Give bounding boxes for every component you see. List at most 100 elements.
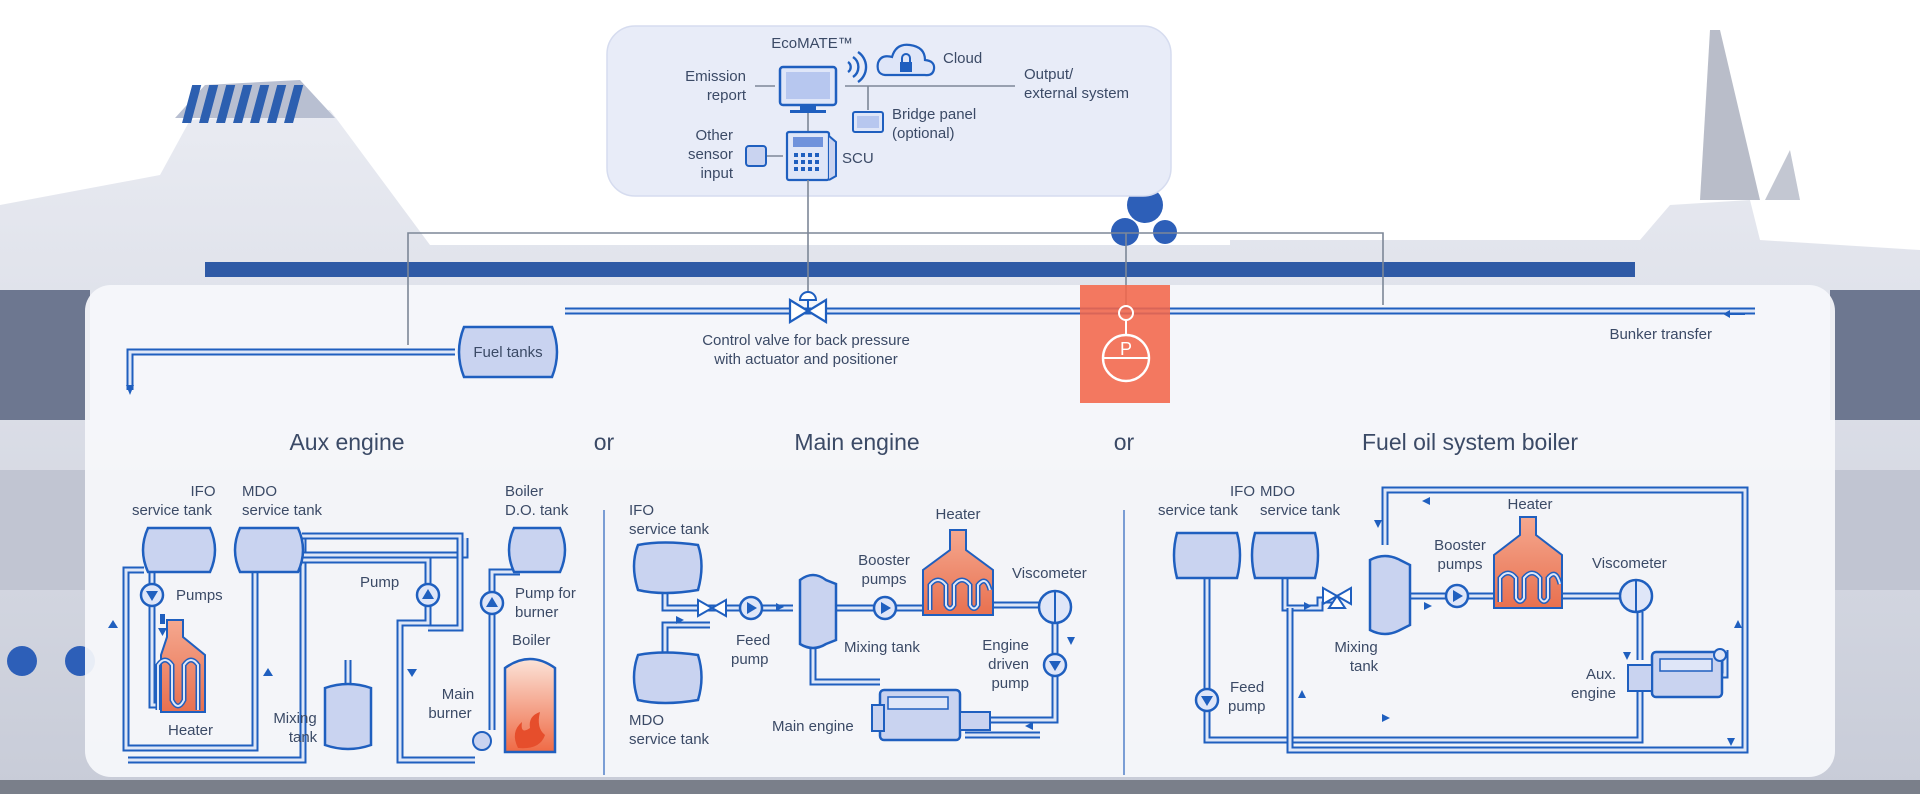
main-mdo-label-1: MDO (629, 712, 664, 729)
main-booster-label-2: pumps (861, 571, 906, 588)
main-viscometer-icon (1037, 589, 1073, 625)
aux-ifo-label-1: IFO (191, 483, 216, 500)
main-engine-driven-label-1: Engine (982, 637, 1029, 654)
wireless-icon (847, 51, 868, 83)
boiler-mixing-label-1: Mixing (1334, 639, 1377, 656)
aux-mdo-label-1: MDO (242, 483, 277, 500)
boiler-feed-pump-label-2: pump (1228, 698, 1266, 715)
emission-report-label-2: report (707, 87, 747, 104)
control-valve-label-2: with actuator and positioner (713, 351, 897, 368)
aux-main-burner-label-2: burner (428, 705, 471, 722)
boiler-mdo-label-2: service tank (1260, 502, 1341, 519)
main-engine-driven-label-2: driven (988, 656, 1029, 673)
flowmeter-symbol: P (1120, 339, 1132, 359)
aux-heater-label: Heater (168, 722, 213, 739)
aux-mixing-label-2: tank (289, 729, 318, 746)
aux-pumps-label: Pumps (176, 587, 223, 604)
output-label-2: external system (1024, 85, 1129, 102)
bridge-panel-label-2: (optional) (892, 125, 955, 142)
main-pump-icons (738, 595, 1068, 678)
ecomate-title: EcoMATE™ (771, 35, 852, 52)
main-feed-pump-label-1: Feed (736, 632, 770, 649)
main-heater-icon (922, 529, 994, 616)
bunker-transfer-label: Bunker transfer (1609, 326, 1712, 343)
heading-or-2: or (1114, 429, 1135, 455)
boiler-feed-pump-label-1: Feed (1230, 679, 1264, 696)
flowmeter-highlight: P (1080, 285, 1170, 403)
scu-unit-icon (785, 130, 837, 182)
aux-pump-burner-label-1: Pump for (515, 585, 576, 602)
heading-main-engine: Main engine (794, 429, 919, 455)
sensor-input-icon (745, 145, 767, 167)
scu-label: SCU (842, 150, 874, 167)
aux-boiler-do-label-1: Boiler (505, 483, 543, 500)
output-label-1: Output/ (1024, 66, 1074, 83)
other-sensor-label-3: input (700, 165, 733, 182)
boiler-viscometer-label: Viscometer (1592, 555, 1667, 572)
main-feed-pump-label-2: pump (731, 651, 769, 668)
main-heater-label: Heater (935, 506, 980, 523)
heading-or-1: or (594, 429, 615, 455)
aux-pump-burner-label-2: burner (515, 604, 558, 621)
aux-boiler-label: Boiler (512, 632, 550, 649)
boiler-valve-icon (1322, 586, 1352, 609)
aux-engine-icon (1627, 648, 1727, 699)
boiler-heater-label: Heater (1507, 496, 1552, 513)
boiler-mixing-label-2: tank (1350, 658, 1379, 675)
aux-boiler-do-label-2: D.O. tank (505, 502, 569, 519)
main-valve-icon (697, 598, 727, 618)
ecomate-box: EcoMATE™ Cloud Emission report Output/ e… (606, 25, 1172, 197)
main-viscometer-label: Viscometer (1012, 565, 1087, 582)
boiler-heater-icon (1493, 516, 1563, 609)
boiler-pump-icons (1194, 583, 1470, 713)
aux-main-burner-label-1: Main (442, 686, 475, 703)
aux-engine-system: IFO service tank MDO service tank Boiler… (108, 483, 576, 764)
aux-pipes (122, 532, 520, 764)
main-engine-driven-label-3: pump (991, 675, 1029, 692)
main-ifo-label-2: service tank (629, 521, 710, 538)
cloud-lock-icon (876, 43, 936, 77)
control-valve-label-1: Control valve for back pressure (702, 332, 910, 349)
boiler-booster-label-2: pumps (1437, 556, 1482, 573)
boiler-booster-label-1: Booster (1434, 537, 1486, 554)
aux-boiler-icon (472, 657, 557, 754)
bridge-panel-label-1: Bridge panel (892, 106, 976, 123)
pc-monitor-icon (778, 65, 838, 113)
bridge-panel-icon (852, 111, 884, 133)
aux-pump-icon (139, 582, 505, 616)
aux-mdo-label-2: service tank (242, 502, 323, 519)
fuel-tanks-shape: Fuel tanks (457, 325, 559, 379)
funnel-louvres (182, 85, 304, 123)
other-sensor-label-1: Other (695, 127, 733, 144)
boiler-ifo-label-1: IFO (1230, 483, 1255, 500)
emission-report-label-1: Emission (685, 68, 746, 85)
heading-boiler-system: Fuel oil system boiler (1362, 429, 1578, 455)
boiler-aux-engine-label-1: Aux. (1586, 666, 1616, 683)
boiler-mdo-label-1: MDO (1260, 483, 1295, 500)
boiler-system: IFO service tank MDO service tank Heater… (1158, 483, 1749, 754)
aux-heater-icon (155, 619, 206, 713)
aux-pump-label: Pump (360, 574, 399, 591)
main-booster-label-1: Booster (858, 552, 910, 569)
aux-ifo-label-2: service tank (132, 502, 213, 519)
aux-mixing-label-1: Mixing (273, 710, 316, 727)
boiler-aux-engine-label-2: engine (1571, 685, 1616, 702)
flow-arrows (676, 603, 1075, 730)
main-engine-icon (871, 688, 991, 742)
fuel-tanks-label: Fuel tanks (473, 344, 542, 361)
heading-aux-engine: Aux engine (289, 429, 404, 455)
flow-arrows (108, 614, 417, 677)
main-ifo-label-1: IFO (629, 502, 654, 519)
main-mdo-label-2: service tank (629, 731, 710, 748)
control-valve-icon (788, 291, 828, 324)
cloud-label: Cloud (943, 50, 982, 67)
boiler-ifo-label-2: service tank (1158, 502, 1239, 519)
main-engine-label: Main engine (772, 718, 854, 735)
bunker-pipeline (126, 307, 1755, 395)
other-sensor-label-2: sensor (688, 146, 733, 163)
main-engine-system: IFO service tank MDO service tank Heater… (629, 502, 1087, 748)
boiler-viscometer-icon (1618, 578, 1654, 614)
main-mixing-label: Mixing tank (844, 639, 920, 656)
